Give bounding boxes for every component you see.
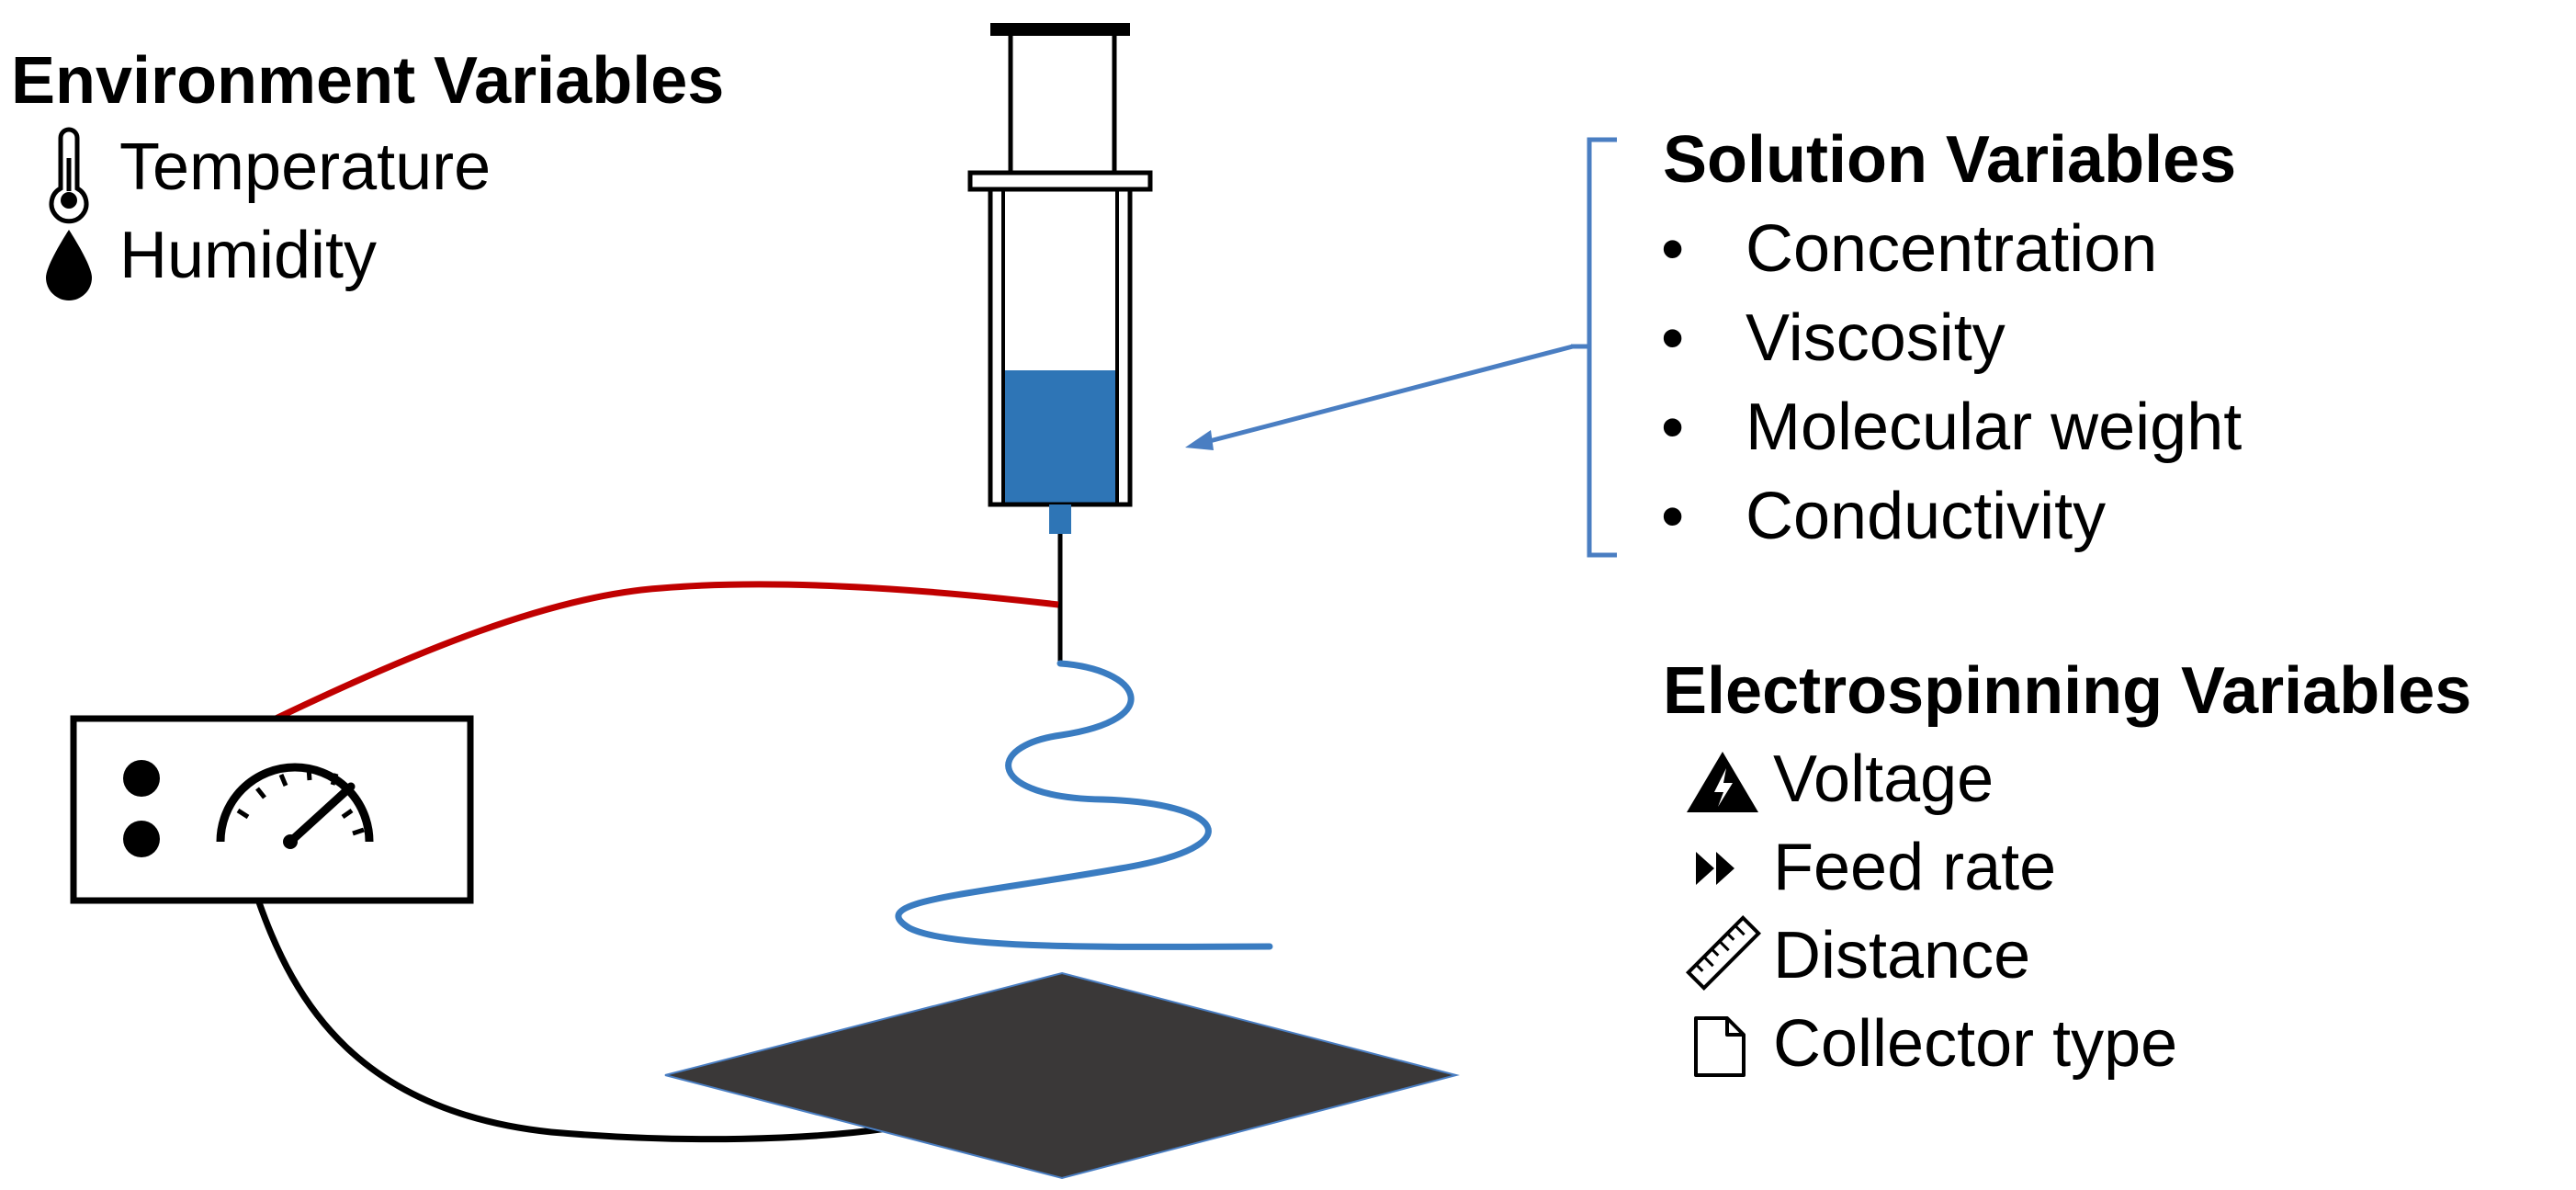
syringe-tip [1049,504,1071,534]
gauge-icon [216,763,374,849]
power-supply [70,715,474,904]
solution-variables-title: Solution Variables [1663,123,2236,197]
electrospinning-variables-panel: Electrospinning Variables Voltage Feed r… [1663,654,2471,1081]
arrowhead-icon [1185,430,1214,450]
electrospinning-variables-title: Electrospinning Variables [1663,654,2471,728]
syringe-plunger-cap [990,23,1130,36]
voltage-label: Voltage [1773,742,1994,816]
temperature-label: Temperature [119,130,491,204]
solution-arrow [1198,344,1574,447]
feed-rate-label: Feed rate [1773,831,2056,904]
molecular-weight-label: Molecular weight [1746,391,2242,464]
collector-plate [664,971,1460,1180]
humidity-label: Humidity [119,219,377,292]
bullet: • [1661,391,1684,464]
droplet-icon [46,230,92,300]
syringe [967,23,1153,663]
concentration-label: Concentration [1746,212,2157,286]
collector-type-label: Collector type [1773,1007,2177,1081]
bullet: • [1661,301,1684,375]
environment-variables-title: Environment Variables [11,44,724,118]
ruler-icon [1685,914,1762,992]
environment-variables-panel: Environment Variables Temperature Humidi… [11,44,724,300]
fast-forward-icon [1696,852,1734,885]
power-knob-bottom [123,821,160,857]
high-voltage-icon [1687,752,1758,812]
black-wire [255,901,888,1143]
viscosity-label: Viscosity [1746,301,2005,375]
power-supply-box [70,715,474,904]
bullet: • [1661,480,1684,553]
syringe-flange [967,170,1153,192]
red-wire [272,581,1059,723]
conductivity-label: Conductivity [1746,480,2106,553]
polymer-solution [1005,370,1115,504]
bullet: • [1661,212,1684,286]
fiber-jet [895,660,1273,950]
power-knob-top [123,760,160,797]
solution-bracket [1571,137,1617,558]
thermometer-icon [49,127,89,224]
document-icon [1694,1016,1746,1077]
solution-variables-panel: Solution Variables • Concentration • Vis… [1185,123,2242,558]
distance-label: Distance [1773,919,2030,992]
